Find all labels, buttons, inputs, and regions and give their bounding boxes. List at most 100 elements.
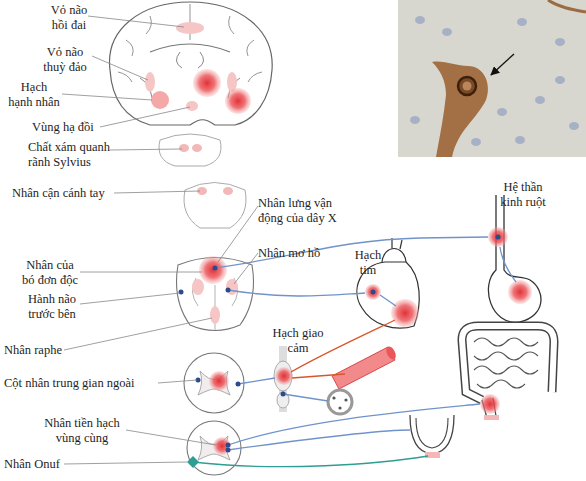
lesion-marker: [480, 394, 500, 414]
neuron-dot: [213, 266, 218, 271]
insula-highlight: [145, 72, 155, 92]
leader-line: [80, 293, 180, 304]
gray-matter: [198, 436, 230, 460]
preganglionic-fiber: [238, 378, 275, 384]
vessel-lumen: [384, 345, 397, 361]
leader-line: [114, 191, 200, 193]
bladder-inner: [416, 418, 448, 448]
stained-neuron: [432, 62, 488, 157]
vessel-dot: [332, 396, 335, 399]
postganglionic-fiber: [292, 374, 345, 378]
neuron-dot: [226, 448, 231, 453]
lesion-marker: [193, 69, 221, 97]
anatomy-label: Nhân mơ hồ: [258, 246, 320, 261]
anal-sphincter: [484, 415, 499, 420]
cell-nucleus: [415, 16, 425, 24]
spinal-cord-section: [184, 353, 244, 413]
leader-line: [218, 206, 258, 262]
cardiac-fiber: [380, 295, 396, 306]
anatomy-label: Hạch hạnh nhân: [8, 80, 60, 110]
anatomy-label: Hạch tim: [352, 248, 384, 278]
vagal-pathway: [228, 290, 365, 296]
cell-nucleus: [471, 138, 481, 146]
anatomy-label: Chất xám quanh rãnh Sylvius: [28, 140, 110, 170]
onuf-pathway: [193, 456, 428, 467]
small-intestine: [474, 338, 538, 388]
amygdala-highlight: [151, 91, 169, 109]
leader-line: [92, 56, 148, 80]
cell-nucleus: [515, 136, 525, 144]
neuron-dot: [179, 290, 184, 295]
nucleus-highlight: [192, 279, 204, 295]
anatomy-label: Cột nhân trung gian ngoài: [4, 376, 135, 391]
urethral-sphincter: [425, 452, 440, 458]
cingulate-highlight: [176, 22, 204, 34]
vessel-dot: [344, 398, 347, 401]
leader-line: [158, 380, 197, 383]
lesion-marker: [275, 367, 293, 385]
leader-line: [62, 94, 152, 100]
onuf-marker: [187, 456, 199, 468]
neuron-dot: [496, 235, 501, 240]
lesion-marker: [508, 280, 532, 304]
anatomy-label: Nhân Onuf: [4, 457, 60, 472]
brain-gyri: [118, 4, 262, 82]
leader-line: [64, 462, 187, 464]
cell-nucleus: [569, 122, 579, 130]
vagal-pathway: [215, 237, 488, 268]
leader-line: [126, 430, 216, 445]
stained-fiber: [548, 0, 586, 12]
midbrain-section: [159, 134, 221, 166]
parabrachial-highlight: [223, 187, 233, 195]
anatomy-label: Nhân cận cánh tay: [12, 186, 105, 201]
vessel-dot: [338, 406, 341, 409]
lesion-marker: [225, 88, 251, 114]
sympathetic-ganglion: [274, 361, 292, 391]
leader-line: [100, 107, 190, 127]
lesion-marker: [391, 299, 419, 327]
leader-line: [110, 149, 182, 150]
lewy-body-core: [463, 82, 472, 91]
micrograph-background: [398, 0, 586, 157]
lesion-marker: [199, 256, 227, 284]
bladder: [410, 415, 454, 454]
sacral-pathway: [228, 430, 410, 450]
cell-nucleus: [535, 96, 545, 104]
anatomy-label: Nhân của bó đơn độc: [20, 258, 80, 288]
spinal-cord-section: [187, 421, 241, 475]
neuron-dot: [236, 382, 241, 387]
anatomy-label: Nhân raphe: [4, 343, 62, 358]
lewy-body: [458, 77, 476, 95]
neuron-dot: [281, 392, 286, 397]
gray-matter: [198, 371, 230, 395]
medulla-internal: [192, 278, 237, 330]
pointer-arrow: [491, 54, 514, 75]
neuron-dot: [226, 288, 231, 293]
cell-nucleus: [555, 38, 565, 46]
cell-nucleus: [410, 116, 420, 124]
pag-highlight: [179, 144, 189, 152]
lesion-marker: [213, 437, 231, 455]
stomach-outline: [488, 195, 541, 322]
enteric-ganglion: [488, 227, 508, 247]
blood-vessel: [332, 347, 395, 389]
leader-line: [80, 272, 202, 273]
anatomy-label: Hệ thần kinh ruột: [495, 180, 551, 210]
sacral-pathway: [228, 404, 480, 445]
cell-nucleus: [517, 18, 527, 26]
cell-nucleus: [555, 76, 565, 84]
anatomy-label: Nhân lưng vận động của dây X: [258, 196, 342, 226]
leader-line: [64, 318, 212, 350]
corpus-callosum: [150, 44, 230, 52]
cardiac-ganglion: [365, 284, 381, 300]
leader-line: [234, 253, 258, 284]
pag-highlight: [192, 144, 202, 152]
ventricle: [176, 52, 203, 68]
vessel-cross-section: [328, 390, 352, 414]
medulla-section: [177, 258, 254, 331]
anatomy-label: Hạch giao cảm: [272, 326, 324, 356]
postganglionic-fiber: [283, 394, 328, 401]
enteric-fiber: [500, 247, 516, 282]
